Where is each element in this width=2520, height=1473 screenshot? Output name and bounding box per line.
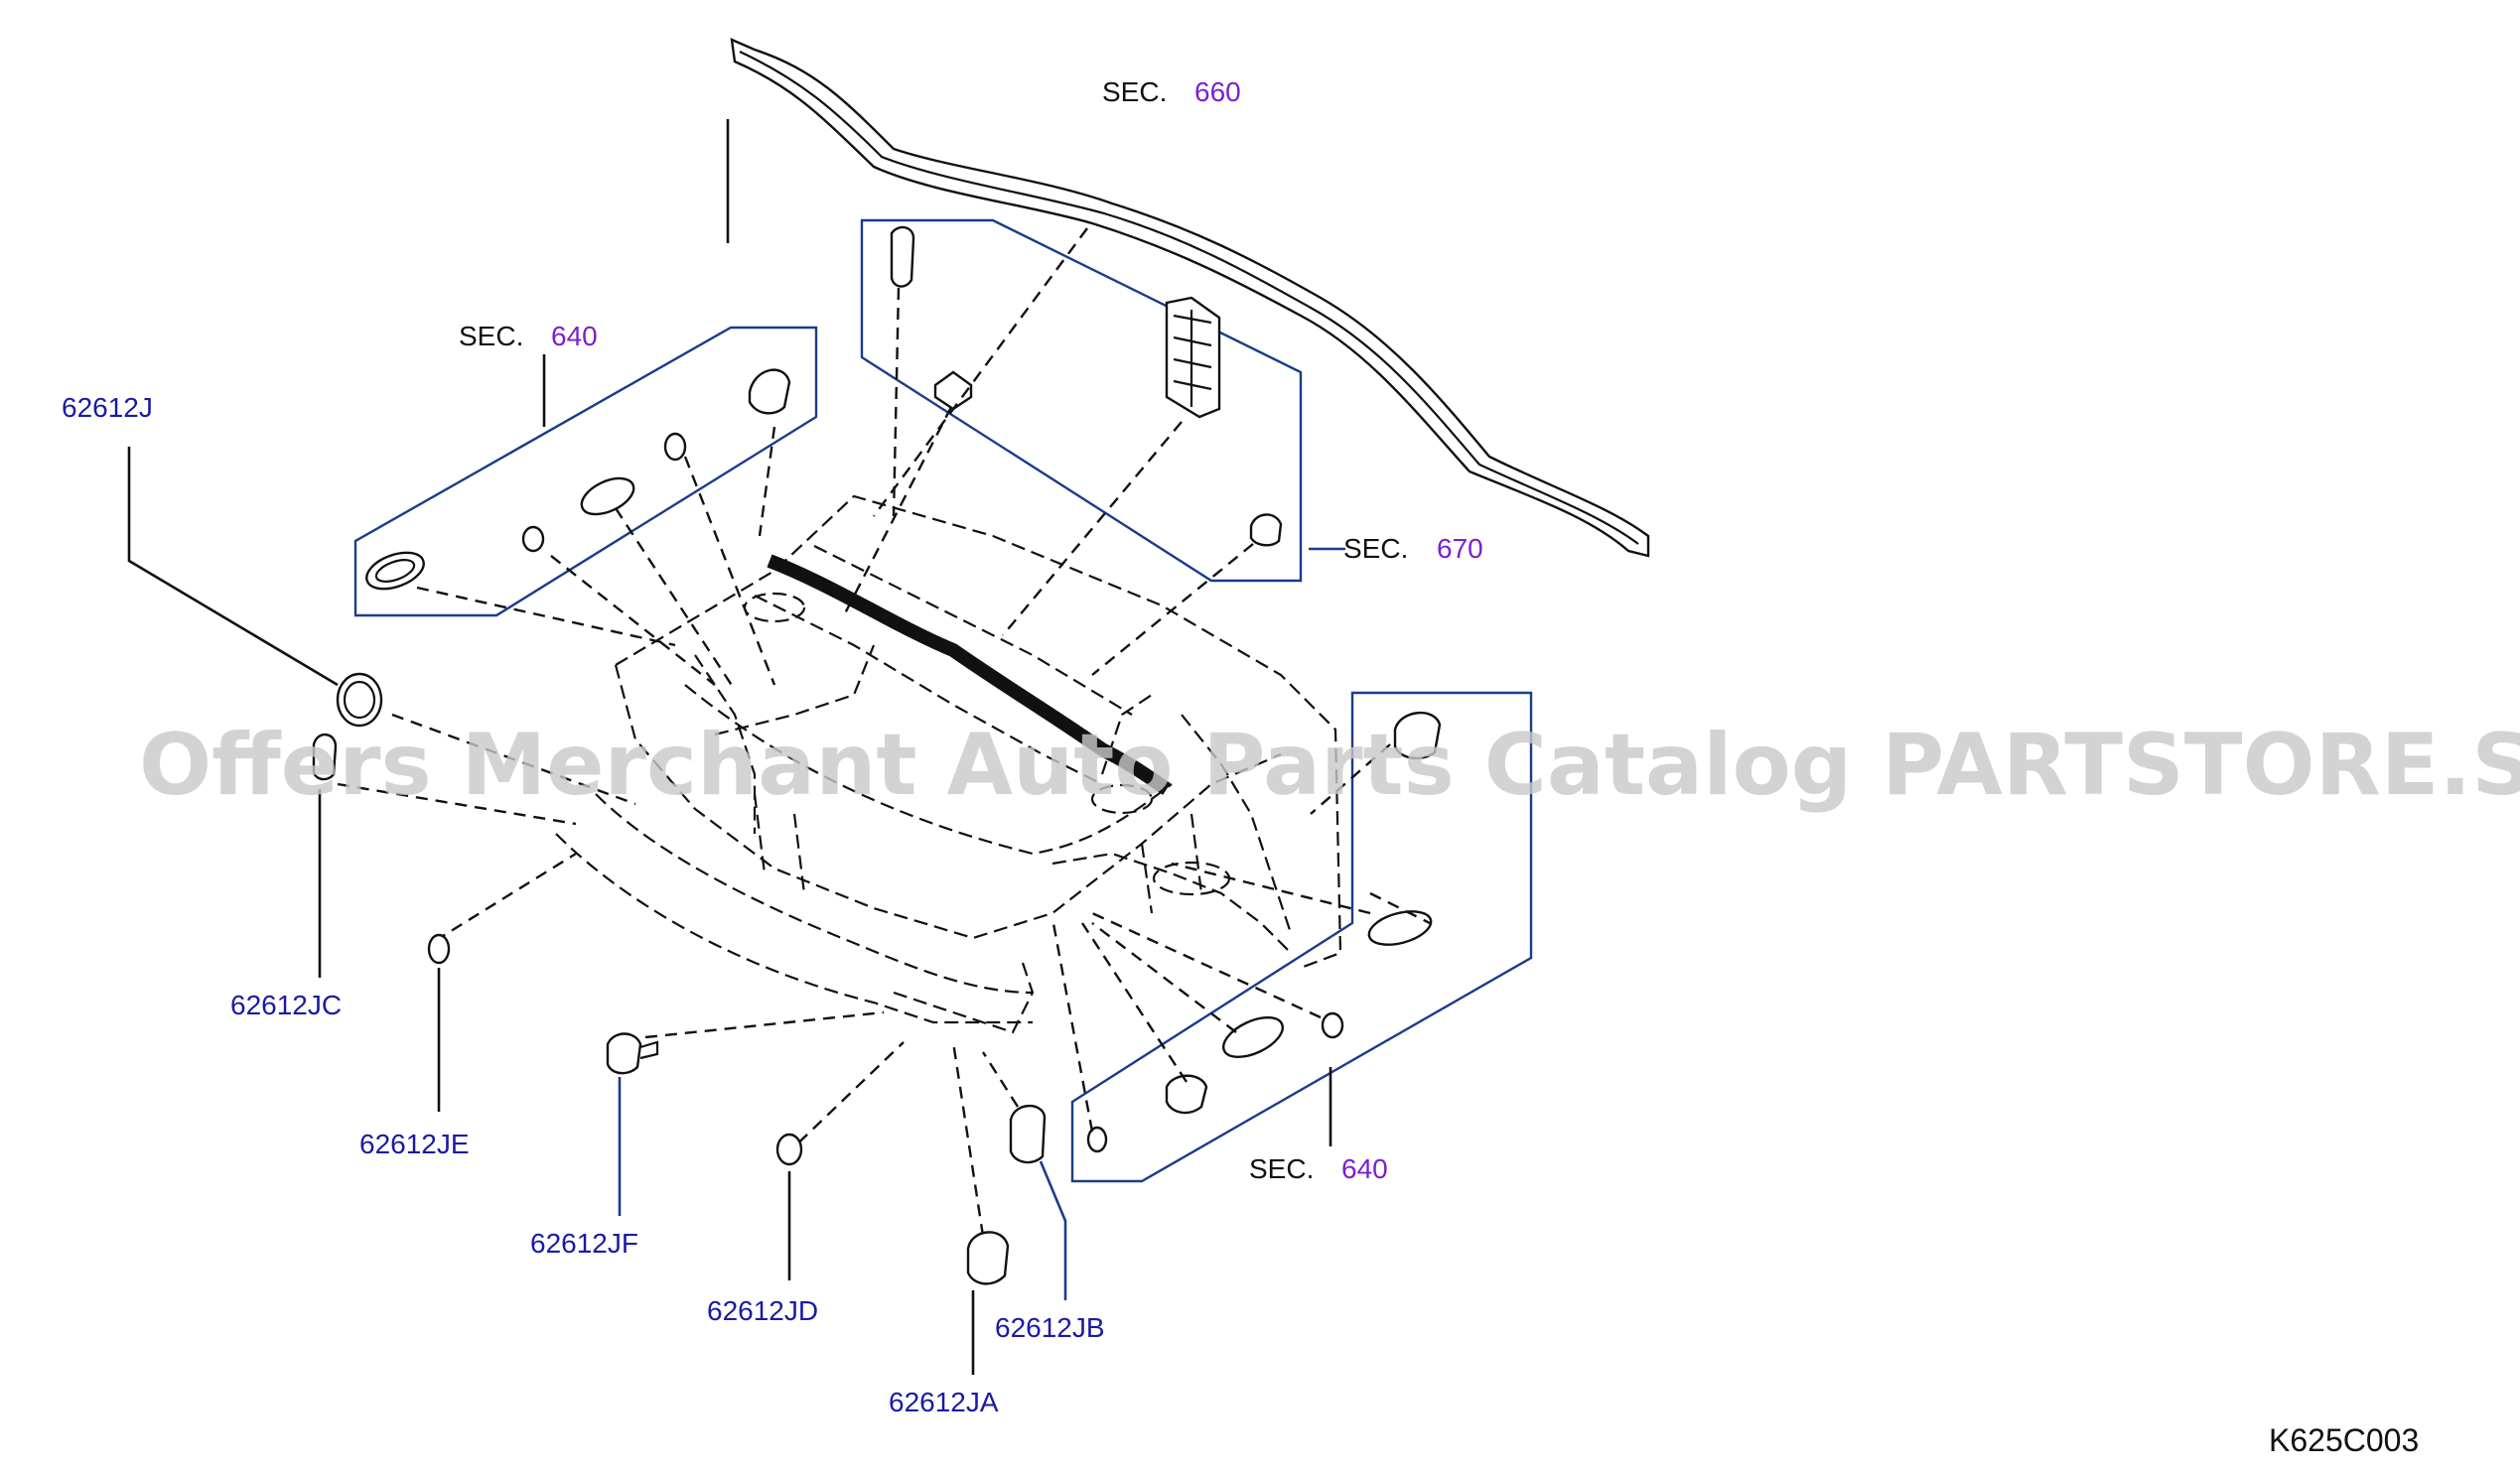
part-label-62612JF[interactable]: 62612JF — [530, 1228, 638, 1259]
long-plug-icon — [890, 225, 915, 288]
assembly-arrows — [337, 227, 1431, 1237]
section-ref-670: SEC. 670 — [1343, 533, 1483, 564]
vehicle-floor-body — [555, 494, 1342, 1034]
part-label-62612JB[interactable]: 62612JB — [995, 1312, 1105, 1343]
label-leaders — [127, 119, 1345, 1375]
watermark-text: Offers Merchant Auto Parts Catalog PARTS… — [139, 716, 2520, 815]
section-prefix: SEC. — [1102, 76, 1167, 107]
panel-sec-640-top — [353, 326, 818, 617]
section-ref-640-top: SEC. 640 — [459, 321, 598, 351]
round-plug-icon — [521, 525, 545, 553]
upper-rail — [730, 38, 1650, 558]
panel-sec-670 — [860, 218, 1303, 583]
62612JE-plug-icon — [427, 933, 451, 965]
round-plug-icon — [1321, 1011, 1344, 1039]
loose-parts — [312, 672, 1047, 1285]
section-prefix: SEC. — [459, 321, 523, 351]
part-label-62612JA[interactable]: 62612JA — [889, 1387, 999, 1417]
square-plug-icon — [933, 370, 973, 411]
grille-plug-icon — [1165, 296, 1221, 419]
round-plug-icon — [1086, 1126, 1108, 1153]
part-label-62612JD[interactable]: 62612JD — [707, 1295, 818, 1326]
drawing-code: K625C003 — [2269, 1422, 2419, 1458]
grommet-icon — [748, 368, 791, 415]
section-prefix: SEC. — [1249, 1153, 1314, 1184]
section-number-660[interactable]: 660 — [1194, 76, 1241, 107]
62612JA-grommet-icon — [966, 1231, 1010, 1285]
section-number-640[interactable]: 640 — [1341, 1153, 1388, 1184]
part-label-62612J[interactable]: 62612J — [62, 392, 153, 423]
section-ref-660: SEC. 660 — [1102, 76, 1241, 107]
grommet-icon — [1393, 711, 1442, 760]
62612JD-plug-icon — [775, 1133, 803, 1166]
62612JB-plug-icon — [1009, 1104, 1047, 1164]
section-ref-640-bottom: SEC. 640 — [1249, 1153, 1388, 1184]
oval-plug-icon — [1222, 1015, 1284, 1059]
part-label-62612JC[interactable]: 62612JC — [230, 990, 342, 1020]
oval-plug-icon — [580, 476, 635, 516]
section-number-640[interactable]: 640 — [551, 321, 598, 351]
62612JC-clip-icon — [312, 733, 338, 781]
round-plug-icon — [663, 432, 687, 462]
oval-plug-icon — [1367, 910, 1433, 946]
grommet-icon — [1165, 1074, 1208, 1115]
62612JF-clip-icon — [606, 1032, 659, 1075]
section-prefix: SEC. — [1343, 533, 1408, 564]
grommet-icon — [1249, 513, 1283, 547]
oval-plug-icon — [365, 551, 425, 591]
section-number-670[interactable]: 670 — [1437, 533, 1483, 564]
part-label-62612JE[interactable]: 62612JE — [359, 1129, 470, 1159]
panel-sec-640-bottom — [1070, 691, 1533, 1183]
